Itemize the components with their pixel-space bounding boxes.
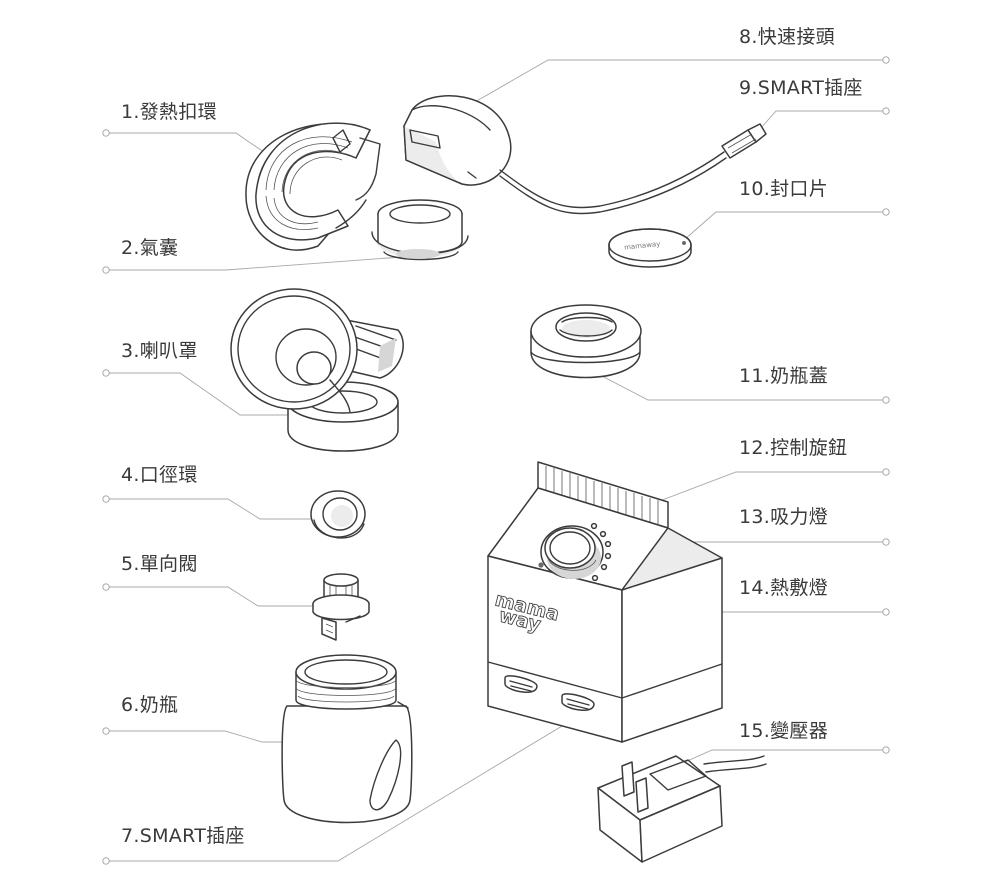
leader-11	[597, 373, 886, 401]
motor-unit-icon: mama way	[487, 461, 723, 743]
label-part-11: 11.奶瓶蓋	[739, 365, 829, 387]
leader-9	[751, 110, 886, 139]
label-part-15: 15.變壓器	[739, 720, 829, 742]
leader-2	[106, 254, 429, 271]
power-adapter-icon	[597, 755, 767, 863]
quick-connector-icon	[403, 95, 727, 215]
label-part-4: 4.口徑環	[121, 464, 198, 486]
leader-8	[467, 59, 886, 107]
leader-7	[106, 719, 573, 862]
label-part-6: 6.奶瓶	[121, 694, 179, 716]
breast-shield-icon	[230, 288, 404, 452]
label-part-8: 8.快速接頭	[739, 26, 835, 48]
indicator-lights	[538, 522, 612, 582]
control-knob-icon	[540, 525, 604, 579]
neck-ring-icon	[310, 490, 366, 539]
label-part-9: 9.SMART插座	[739, 77, 863, 99]
label-part-10: 10.封口片	[739, 178, 829, 200]
smart-plug-icon	[721, 123, 767, 159]
milk-bottle-icon	[281, 654, 413, 824]
label-part-12: 12.控制旋鈕	[739, 437, 848, 459]
leader-10	[683, 211, 886, 241]
svg-text:mamaway: mamaway	[624, 240, 661, 252]
label-part-7: 7.SMART插座	[121, 825, 245, 847]
label-part-13: 13.吸力燈	[739, 506, 829, 528]
label-part-2: 2.氣囊	[121, 237, 179, 259]
label-part-1: 1.發熱扣環	[121, 101, 217, 123]
label-part-3: 3.喇叭罩	[121, 340, 198, 362]
leader-4	[106, 498, 338, 520]
heating-ring-icon	[245, 122, 381, 251]
label-part-5: 5.單向閥	[121, 553, 198, 575]
one-way-valve-icon	[312, 573, 370, 641]
leader-5	[106, 586, 338, 607]
label-part-14: 14.熱敷燈	[739, 577, 829, 599]
seal-disc-icon: mamaway	[608, 228, 692, 268]
air-bag-icon	[371, 199, 469, 261]
bottle-cap-icon	[530, 304, 642, 379]
